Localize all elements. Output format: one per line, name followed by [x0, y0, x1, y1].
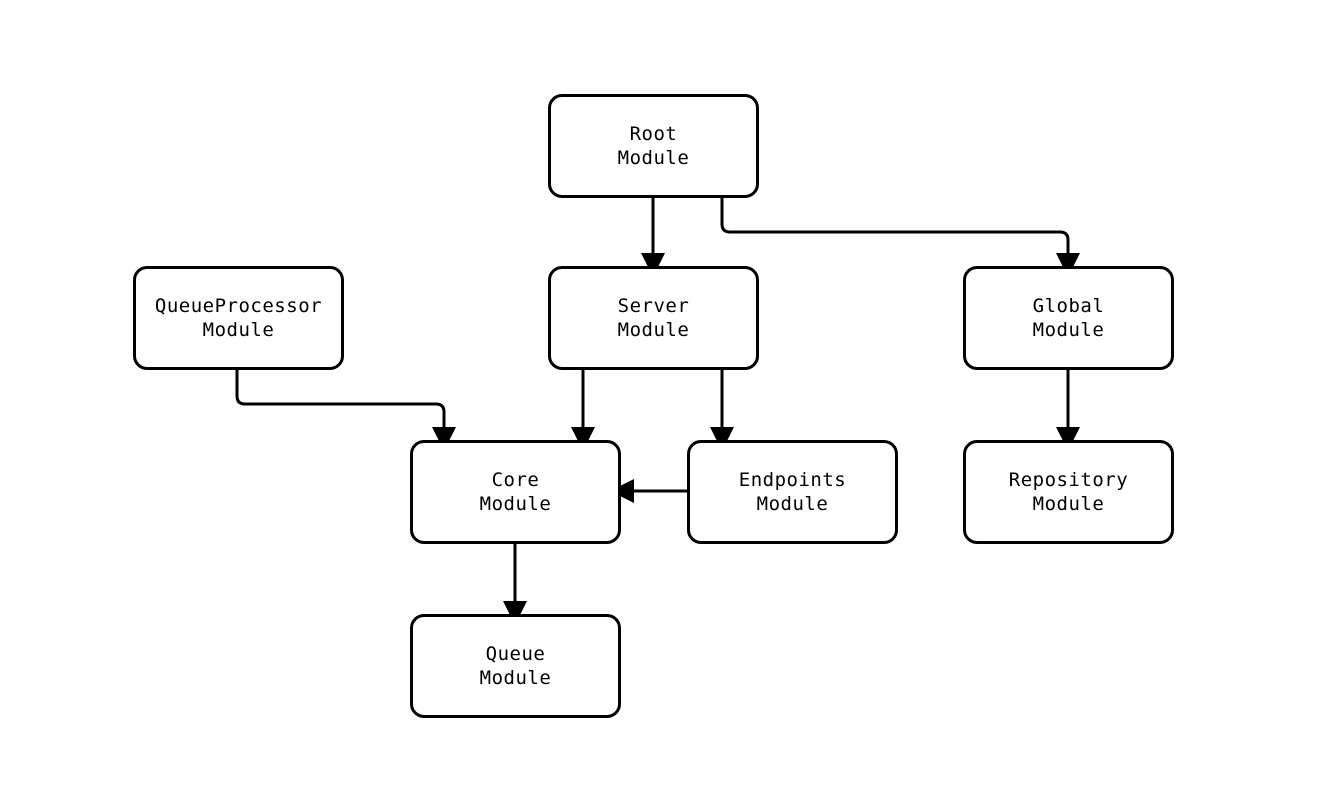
edge-root-to-global — [720, 198, 1080, 277]
node-label-primary: Core — [491, 468, 540, 491]
node-label-secondary: Module — [202, 319, 275, 341]
node-label-primary: Root — [629, 122, 678, 145]
node-label-primary: Queue — [485, 642, 546, 665]
node-label-primary: Global — [1032, 294, 1105, 317]
node-label-primary: Server — [617, 294, 690, 317]
node-label-secondary: Module — [1032, 319, 1105, 341]
edge-queueprocessor-to-core — [235, 370, 456, 451]
node-label-secondary: Module — [756, 493, 829, 515]
node-label-secondary: Module — [1032, 493, 1105, 515]
node-label-secondary: Module — [617, 147, 690, 169]
node-label-primary: Endpoints — [738, 468, 847, 491]
node-label-secondary: Module — [479, 667, 552, 689]
node-label-primary: QueueProcessor — [154, 294, 323, 317]
node-label-secondary: Module — [479, 493, 552, 515]
node-label-primary: Repository — [1008, 468, 1129, 491]
node-label-secondary: Module — [617, 319, 690, 341]
